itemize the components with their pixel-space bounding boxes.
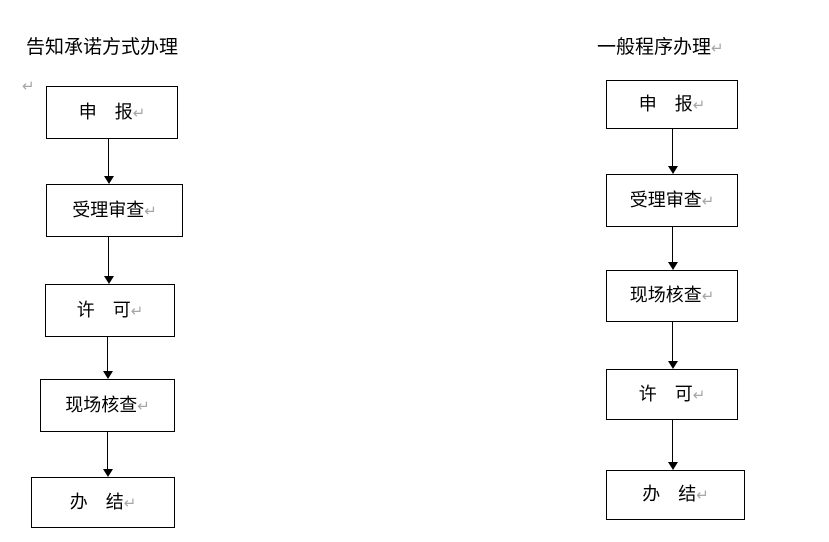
arrow-head-icon	[667, 166, 678, 174]
pilcrow-icon: ↵	[130, 301, 144, 320]
node-general-procedure-permit[interactable]: 许 可↵	[606, 369, 738, 420]
node-label: 现场核查	[629, 285, 702, 306]
arrow-head-icon	[667, 262, 678, 270]
node-label: 现场核查	[65, 394, 138, 416]
arrow-head-icon	[102, 371, 113, 379]
node-label: 办 结	[642, 484, 697, 505]
arrow-head-icon	[667, 462, 678, 470]
connector-line	[107, 432, 109, 469]
arrow-head-icon	[103, 276, 114, 284]
node-label: 办 结	[69, 491, 124, 513]
pilcrow-icon: ↵	[137, 396, 150, 415]
pilcrow-icon: ↵	[144, 201, 157, 220]
connector-line	[108, 237, 110, 276]
column-title-text: 一般程序办理	[597, 36, 712, 58]
pilcrow-icon: ↵	[711, 39, 724, 57]
column-title-notify-commitment: 告知承诺方式办理	[26, 38, 178, 57]
node-label: 申 报	[78, 101, 133, 123]
node-label: 受理审查	[72, 199, 145, 221]
node-general-procedure-apply[interactable]: 申 报↵	[606, 80, 738, 129]
pilcrow-icon: ↵	[692, 385, 706, 404]
node-label: 受理审查	[629, 189, 702, 211]
arrow-head-icon	[102, 469, 113, 477]
node-notify-commitment-apply[interactable]: 申 报↵	[46, 86, 178, 139]
pilcrow-icon: ↵	[701, 191, 715, 210]
connector-line	[672, 420, 674, 462]
pilcrow-icon: ↵	[701, 287, 715, 305]
node-general-procedure-on-site-inspection[interactable]: 现场核查↵	[606, 270, 738, 322]
node-notify-commitment-on-site-inspection[interactable]: 现场核查↵	[40, 379, 175, 432]
column-title-general-procedure: 一般程序办理↵	[597, 38, 724, 57]
node-general-procedure-acceptance-review[interactable]: 受理审查↵	[606, 174, 738, 227]
connector-line	[672, 322, 674, 361]
pilcrow-icon: ↵	[696, 486, 709, 504]
arrow-head-icon	[103, 176, 114, 184]
pilcrow-icon: ↵	[692, 95, 706, 114]
node-notify-commitment-permit[interactable]: 许 可↵	[45, 284, 175, 337]
connector-line	[107, 337, 109, 371]
node-notify-commitment-completion[interactable]: 办 结↵	[31, 477, 175, 528]
connector-line	[672, 227, 674, 262]
column-title-text: 告知承诺方式办理	[26, 36, 179, 58]
arrow-head-icon	[667, 361, 678, 369]
node-label: 许 可	[76, 299, 131, 321]
node-general-procedure-completion[interactable]: 办 结↵	[606, 470, 745, 520]
pilcrow-icon: ↵	[22, 77, 35, 95]
node-label: 许 可	[638, 383, 693, 405]
pilcrow-icon: ↵	[123, 493, 137, 512]
node-label: 申 报	[638, 93, 693, 115]
node-notify-commitment-acceptance-review[interactable]: 受理审查↵	[46, 184, 183, 237]
connector-line	[672, 129, 674, 166]
connector-line	[108, 139, 110, 176]
pilcrow-icon: ↵	[132, 103, 146, 122]
